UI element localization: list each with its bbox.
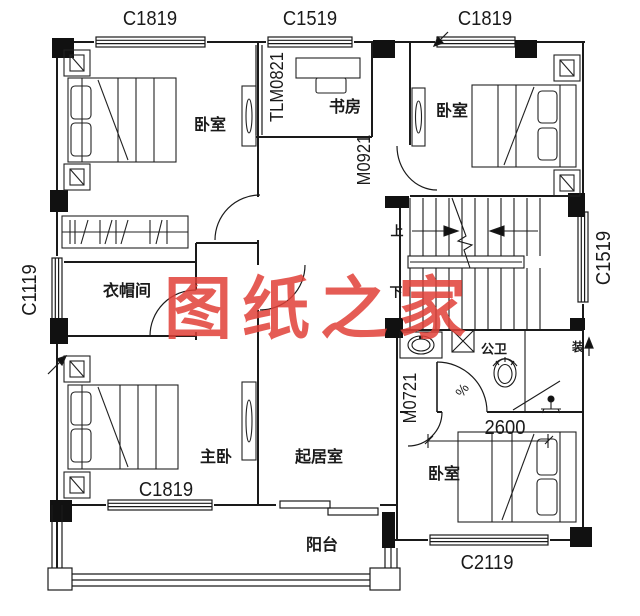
room-label-bathroom: 公卫 [480, 341, 508, 357]
bed-icon-bedroom-br [457, 431, 577, 523]
window-masks [50, 35, 590, 547]
room-label-study: 书房 [328, 99, 362, 116]
windows [51, 36, 589, 546]
door-label-bathroom: M0721 [400, 372, 420, 424]
washbasin-counter [399, 331, 443, 359]
dimension-label-2600: 2600 [484, 417, 526, 439]
annotation-label-right: 装 [571, 340, 585, 354]
room-label-master: 主卧 [199, 449, 233, 466]
window-label-right: C1519 [593, 230, 615, 286]
door-label-hall: M0921 [354, 134, 374, 186]
room-label-living: 起居室 [294, 449, 344, 466]
window-label-left: C1119 [19, 264, 41, 316]
nightstand-icon [553, 169, 581, 197]
structural-columns [50, 38, 592, 548]
room-label-balcony: 阳台 [305, 537, 339, 554]
room-label-bedroom-tl: 卧室 [193, 117, 227, 134]
dimension-line [424, 434, 554, 448]
door-arc-bedroom-br [407, 411, 443, 447]
nightstand-icon [63, 355, 91, 383]
room-label-cloakroom: 衣帽间 [102, 283, 152, 300]
sliding-door-balcony [279, 500, 379, 516]
stairs-break-line [451, 197, 474, 269]
balcony-railing [47, 505, 401, 591]
bed-icon-bedroom-tr [471, 84, 577, 168]
nightstand-icon [553, 54, 581, 82]
window-label-top-left: C1819 [122, 8, 178, 30]
shower-icon [541, 395, 561, 414]
door-arc-cloakroom [149, 289, 197, 337]
stairs [407, 197, 541, 330]
door-arc-bathroom [436, 361, 488, 413]
bed-icon-bedroom-tl [67, 77, 177, 163]
window-label-top-right: C1819 [457, 8, 513, 30]
slope-leader-line [512, 380, 561, 411]
window-symbol-bottom-right [429, 534, 549, 546]
bed-icon-master [67, 384, 179, 470]
floor-drain-icon [451, 329, 475, 353]
window-symbol-master [107, 499, 213, 511]
doors [149, 145, 488, 447]
door-label-study: TLM0821 [267, 52, 287, 122]
stairs-down-label: 下 [389, 284, 403, 300]
room-label-bedroom-br: 卧室 [427, 466, 461, 483]
bathroom-fixtures [399, 329, 561, 414]
nightstand-icon [63, 163, 91, 191]
stairs-up-label: 上 [390, 223, 404, 239]
tv-cabinet-icon [241, 85, 257, 147]
window-label-top-center: C1519 [282, 8, 338, 30]
nightstand-icon [63, 49, 91, 77]
annotation-marks [47, 31, 594, 375]
door-arc-bedroom-tl [214, 194, 261, 241]
room-label-bedroom-tr: 卧室 [435, 103, 469, 120]
door-arc-hall [396, 145, 438, 191]
walls [55, 41, 585, 568]
furniture [61, 49, 581, 523]
nightstand-icon [63, 471, 91, 499]
window-symbol-top-center [267, 36, 353, 48]
window-label-bottom-right: C2119 [460, 552, 514, 574]
wardrobe-rack-icon [61, 215, 189, 249]
window-label-master: C1819 [138, 479, 194, 501]
toilet-icon [492, 357, 518, 388]
window-symbol-top-left [95, 36, 206, 48]
watermark: 图纸之家 [163, 269, 477, 350]
desk-icon [295, 57, 361, 94]
tv-cabinet-icon [411, 87, 426, 147]
door-arc-master [259, 264, 306, 311]
tv-cabinet-icon [241, 381, 257, 461]
